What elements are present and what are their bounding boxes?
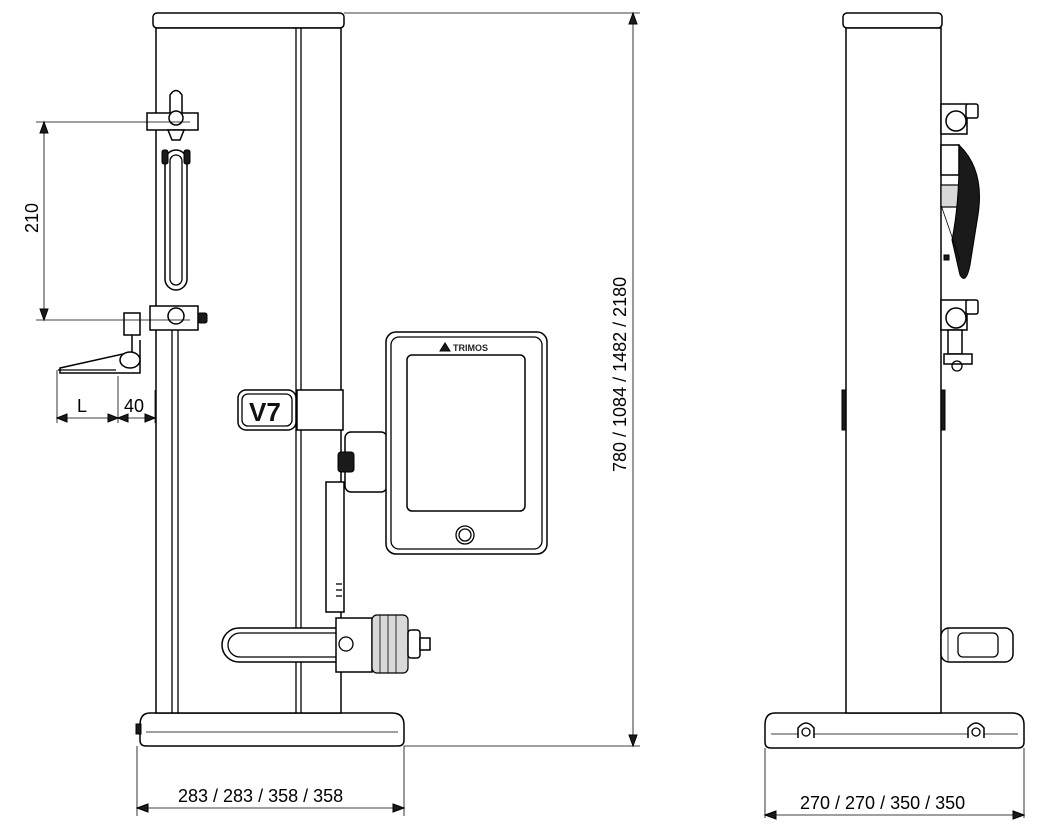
side-view: 270 / 270 / 350 / 350 — [763, 12, 1026, 820]
side-base-foot-right — [967, 722, 985, 738]
offset-dimension: L 40 — [55, 370, 157, 423]
tablet-screen — [406, 354, 526, 512]
side-base-foot-left — [797, 722, 815, 738]
front-width-dimension: 283 / 283 / 358 / 358 — [135, 746, 406, 816]
front-column-cap — [152, 12, 345, 29]
base-width-label: 283 / 283 / 358 / 358 — [178, 786, 343, 806]
trimos-logo-icon — [439, 342, 451, 352]
v7-label: V7 — [249, 397, 281, 427]
side-column-mark-right — [940, 389, 946, 431]
drive-handle — [221, 614, 431, 674]
height-range-label: 780 / 1084 / 1482 / 2180 — [610, 277, 630, 472]
offset-l-label: L — [77, 396, 87, 416]
front-view: V7 TRIMOS — [22, 11, 640, 816]
display-mount — [325, 431, 388, 613]
side-column-cap — [842, 12, 943, 29]
probe-bar — [161, 149, 191, 291]
side-upper-clamp — [940, 103, 979, 135]
front-base-foot — [135, 723, 142, 735]
front-column — [155, 27, 342, 714]
lower-probe-clamp — [149, 305, 208, 331]
probe-span-label: 210 — [22, 203, 42, 233]
brand-label: TRIMOS — [453, 343, 488, 353]
side-probe-bar — [940, 143, 980, 279]
side-drive-handle — [940, 627, 1014, 663]
upper-probe-clamp — [146, 89, 199, 141]
home-button-icon — [455, 525, 475, 545]
tablet-display: TRIMOS — [385, 331, 548, 555]
side-lower-clamp — [940, 299, 979, 372]
v7-badge: V7 — [237, 389, 297, 431]
side-base — [764, 712, 1025, 749]
base-depth-label: 270 / 270 / 350 / 350 — [800, 793, 965, 813]
carriage — [296, 389, 344, 431]
probe-span-dimension: 210 — [22, 120, 190, 322]
probe-arm — [58, 312, 141, 374]
side-column — [845, 27, 942, 714]
side-column-mark-left — [841, 389, 847, 431]
height-dimension: 780 / 1084 / 1482 / 2180 — [344, 11, 640, 748]
offset-40-label: 40 — [124, 396, 144, 416]
side-depth-dimension: 270 / 270 / 350 / 350 — [763, 748, 1026, 820]
front-base — [139, 712, 405, 747]
